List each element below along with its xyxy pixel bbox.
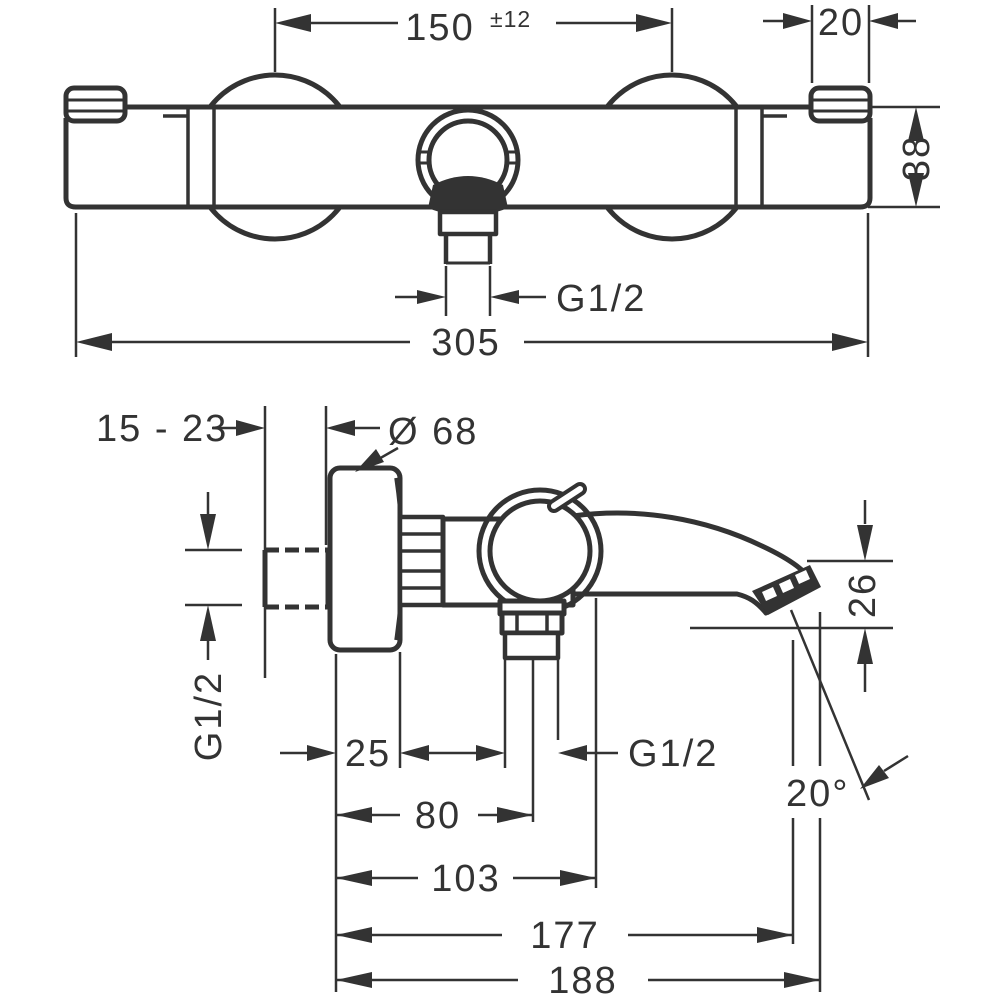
right-handle xyxy=(808,85,873,210)
union-nut xyxy=(397,514,446,608)
dim-26-label: 26 xyxy=(842,572,884,618)
dim-25-label: 25 xyxy=(345,733,391,775)
dimension-25: 25 xyxy=(280,733,505,775)
side-view: 15 - 23 Ø 68 G1/2 xyxy=(96,406,909,1000)
dimension-outlet-thread: G1/2 xyxy=(558,733,718,775)
dim-68-label: Ø 68 xyxy=(388,411,478,453)
dim-g12-hose-label: G1/2 xyxy=(556,278,646,320)
dim-150-tolerance: ±12 xyxy=(490,6,531,32)
dimension-15-23: 15 - 23 xyxy=(96,406,380,678)
bottom-outlet xyxy=(497,598,567,661)
dim-80-label: 80 xyxy=(415,795,461,837)
temperature-knob xyxy=(476,482,604,615)
dim-g12-wall-label: G1/2 xyxy=(188,671,230,761)
dim-177-label: 177 xyxy=(530,915,599,957)
hose-nut xyxy=(428,176,508,216)
dimension-103: 103 xyxy=(336,858,596,900)
dimension-hose-thread: G1/2 xyxy=(395,266,646,320)
angle-20deg: 20° xyxy=(786,609,909,815)
escutcheon-side xyxy=(327,465,404,653)
front-view: 150 ±12 20 38 G1/2 xyxy=(63,2,940,364)
dim-38-label: 38 xyxy=(896,135,938,181)
shower-hose-ring xyxy=(415,107,521,265)
dimension-wall-thread: G1/2 xyxy=(185,492,242,761)
dim-20deg-label: 20° xyxy=(786,773,849,815)
dimension-38: 38 xyxy=(868,105,940,209)
dimension-20: 20 xyxy=(763,2,916,83)
dim-20-label: 20 xyxy=(818,2,864,44)
dimension-80: 80 xyxy=(336,795,533,837)
wall-nipple xyxy=(262,547,331,610)
dimension-305: 305 xyxy=(74,213,870,364)
dim-g12-outlet-label: G1/2 xyxy=(628,733,718,775)
dim-305-label: 305 xyxy=(431,322,500,364)
hose-tube xyxy=(443,234,493,264)
dim-188-label: 188 xyxy=(548,960,617,1000)
callout-escutcheon-diameter: Ø 68 xyxy=(355,411,478,472)
dim-15-23-label: 15 - 23 xyxy=(96,408,228,450)
dim-150-label: 150 xyxy=(405,7,474,49)
spout xyxy=(570,510,818,616)
dimension-26: 26 xyxy=(690,500,893,692)
dimension-177: 177 xyxy=(336,915,793,957)
aerator xyxy=(752,565,821,615)
hose-collar xyxy=(437,209,499,237)
dimension-150: 150 ±12 xyxy=(273,6,674,72)
dimension-188: 188 xyxy=(336,960,820,1000)
left-handle xyxy=(63,85,128,210)
dim-103-label: 103 xyxy=(431,858,500,900)
